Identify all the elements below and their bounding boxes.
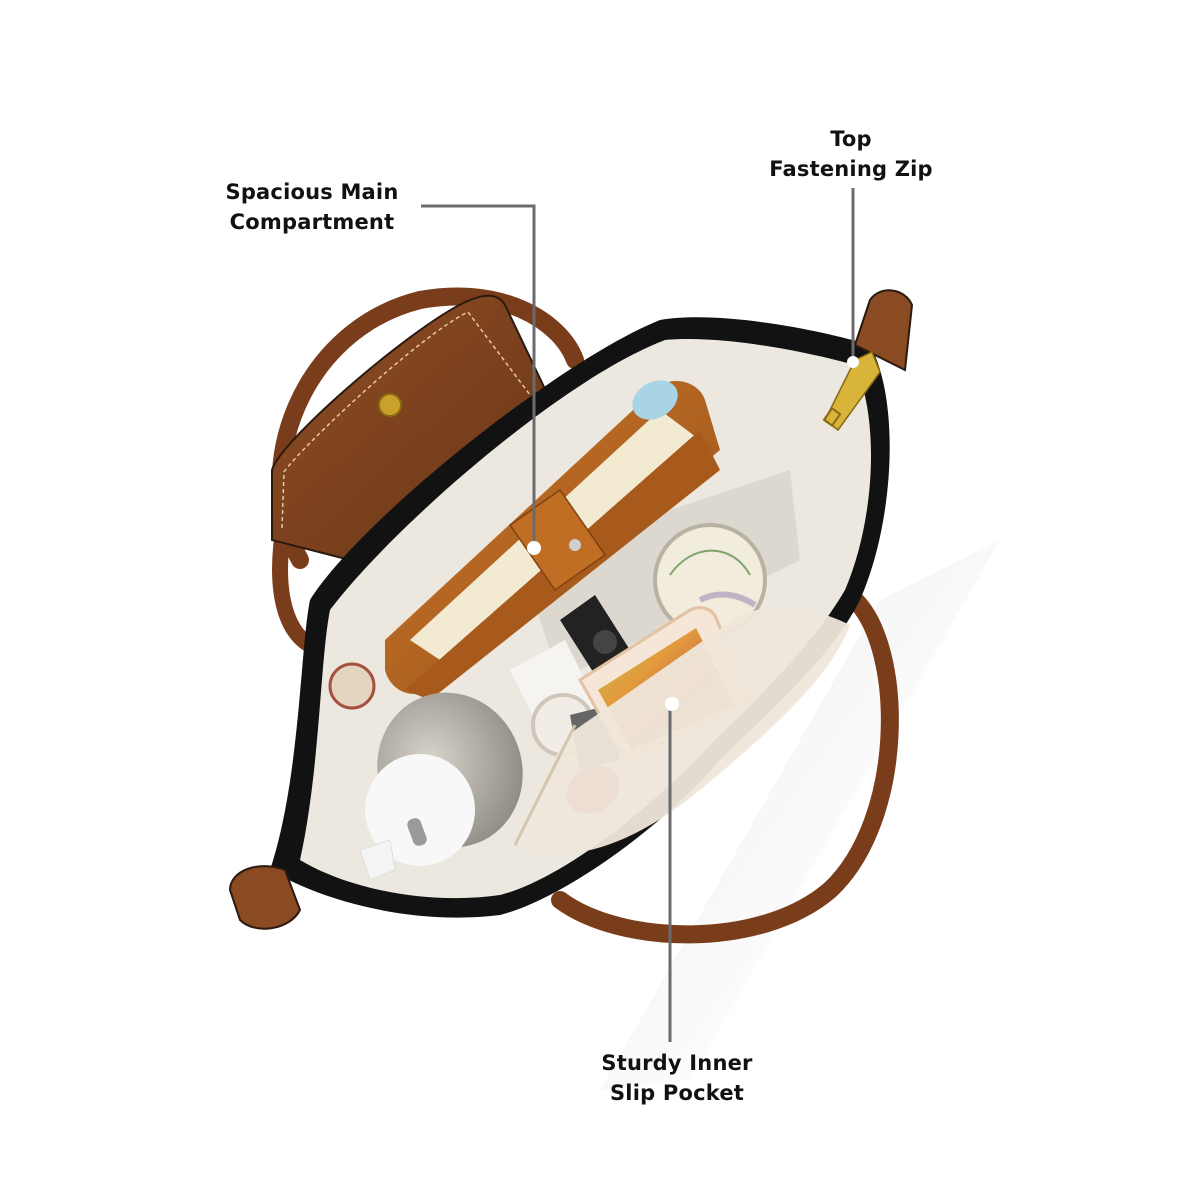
- leather-tab-top: [853, 289, 914, 372]
- callout-inner-pocket: Sturdy Inner Slip Pocket: [592, 1048, 762, 1108]
- callout-pocket-line2: Slip Pocket: [609, 1081, 744, 1105]
- zipper-pull-icon: [822, 350, 881, 432]
- callout-top-zip: Top Fastening Zip: [756, 124, 946, 184]
- leather-flap: [271, 294, 557, 562]
- front-handle: [551, 591, 899, 944]
- snap-button-icon: [378, 393, 402, 417]
- callout-main-line2: Compartment: [229, 210, 395, 234]
- bottle: [359, 692, 523, 881]
- charger: [560, 595, 630, 675]
- leader-line-main: [421, 204, 541, 555]
- shadow: [600, 540, 1000, 1090]
- leather-tab-bottom: [228, 865, 302, 930]
- callout-pocket-line1: Sturdy Inner: [601, 1051, 753, 1075]
- leader-line-zip: [847, 188, 859, 368]
- inner-slip-pocket: [513, 607, 850, 854]
- callout-zip-line2: Fastening Zip: [769, 157, 933, 181]
- sticker: [328, 380, 678, 710]
- callout-zip-line1: Top: [830, 127, 872, 151]
- leader-line-pocket: [665, 697, 679, 1042]
- callout-main-line1: Spacious Main: [225, 180, 399, 204]
- notebook: [385, 380, 720, 700]
- callout-main-compartment: Spacious Main Compartment: [212, 177, 412, 237]
